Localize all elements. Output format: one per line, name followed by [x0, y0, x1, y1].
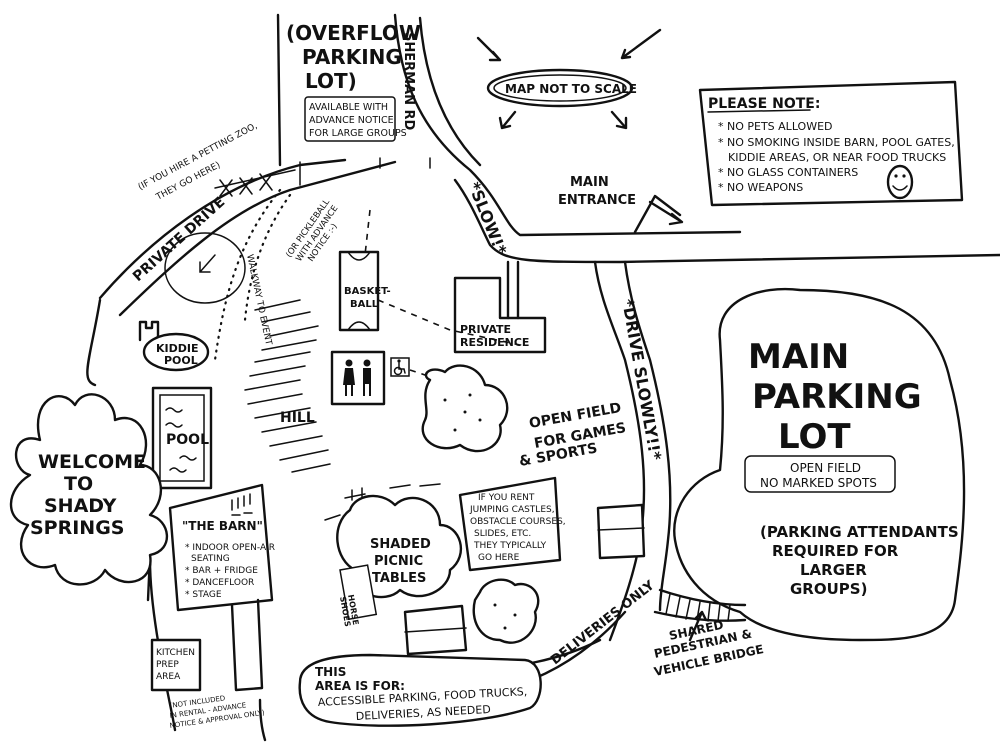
svg-text:RESIDENCE: RESIDENCE	[460, 336, 529, 349]
svg-text:* DANCEFLOOR: * DANCEFLOOR	[185, 578, 254, 588]
walkway-path	[243, 193, 292, 322]
svg-text:NO MARKED SPOTS: NO MARKED SPOTS	[760, 476, 877, 490]
svg-text:(OVERFLOW: (OVERFLOW	[286, 21, 421, 45]
svg-text:TABLES: TABLES	[372, 571, 426, 586]
svg-text:ENTRANCE: ENTRANCE	[558, 193, 636, 208]
svg-text:GO HERE: GO HERE	[478, 553, 520, 563]
please-note-box: PLEASE NOTE: * NO PETS ALLOWED * NO SMOK…	[698, 80, 964, 207]
svg-text:ADVANCE NOTICE: ADVANCE NOTICE	[309, 115, 394, 126]
svg-text:HILL: HILL	[280, 410, 315, 426]
svg-text:AVAILABLE WITH: AVAILABLE WITH	[309, 102, 388, 113]
svg-text:TO: TO	[64, 473, 93, 495]
svg-text:* INDOOR OPEN-AIR: * INDOOR OPEN-AIR	[185, 543, 275, 553]
main-parking-lot: MAIN PARKING LOT OPEN FIELD NO MARKED SP…	[673, 287, 966, 642]
svg-text:POOL: POOL	[166, 432, 209, 448]
svg-text:* NO SMOKING INSIDE BARN, POOL: * NO SMOKING INSIDE BARN, POOL GATES,	[718, 136, 955, 149]
welcome-tree: WELCOME TO SHADY SPRINGS	[9, 393, 169, 586]
volleyball-court	[403, 604, 468, 656]
sherman-road	[276, 13, 1000, 264]
svg-text:IF YOU RENT: IF YOU RENT	[478, 493, 535, 503]
svg-text:LOT): LOT)	[305, 69, 357, 93]
svg-text:BALL: BALL	[350, 299, 379, 310]
svg-text:MAIN: MAIN	[748, 337, 849, 377]
restroom-icon	[343, 359, 371, 396]
drive-slowly-road	[593, 260, 672, 642]
svg-text:PREP: PREP	[156, 660, 179, 670]
jumping-castle-note: IF YOU RENT JUMPING CASTLES, OBSTACLE CO…	[458, 476, 566, 572]
svg-text:PARKING: PARKING	[752, 377, 922, 417]
hill: HILL	[244, 299, 331, 473]
overflow-parking-lot: (OVERFLOW PARKING LOT) AVAILABLE WITH AD…	[286, 21, 421, 142]
svg-text:PARKING: PARKING	[302, 45, 402, 69]
private-residence: PRIVATE RESIDENCE	[453, 260, 547, 354]
tree-icon	[472, 578, 540, 644]
svg-text:* STAGE: * STAGE	[185, 590, 222, 600]
restroom-building	[330, 350, 410, 406]
smiley-face-icon	[886, 164, 914, 200]
castle-icon	[138, 320, 160, 342]
map-not-to-scale-badge: MAP NOT TO SCALE	[476, 28, 662, 130]
svg-text:MAP NOT TO SCALE: MAP NOT TO SCALE	[505, 82, 637, 96]
svg-text:KIDDIE: KIDDIE	[156, 342, 199, 355]
tree-icon	[421, 364, 509, 453]
svg-text:LARGER: LARGER	[800, 561, 867, 579]
svg-text:"THE BARN": "THE BARN"	[182, 519, 263, 533]
svg-text:PRIVATE: PRIVATE	[460, 323, 511, 336]
sherman-rd-label: SHERMAN RD	[401, 32, 416, 131]
svg-text:OPEN FIELD: OPEN FIELD	[790, 461, 861, 475]
kitchen-prep-area: KITCHEN PREP AREA (NOT INCLUDED IN RENTA…	[150, 638, 265, 730]
svg-text:PLEASE NOTE:: PLEASE NOTE:	[708, 96, 820, 112]
svg-text:LOT: LOT	[778, 417, 851, 457]
svg-text:REQUIRED FOR: REQUIRED FOR	[772, 542, 899, 560]
svg-text:SHADY: SHADY	[44, 495, 117, 517]
main-entrance: MAIN ENTRANCE	[558, 175, 684, 234]
slow-road-label: *SLOW!*	[464, 179, 510, 258]
svg-text:KITCHEN: KITCHEN	[156, 648, 195, 658]
svg-text:* NO GLASS CONTAINERS: * NO GLASS CONTAINERS	[718, 166, 858, 179]
svg-text:THEY TYPICALLY: THEY TYPICALLY	[473, 541, 547, 551]
svg-text:MAIN: MAIN	[570, 175, 609, 190]
svg-text:POOL: POOL	[164, 354, 198, 367]
accessible-parking-note: THIS AREA IS FOR: ACCESSIBLE PARKING, FO…	[298, 653, 542, 727]
volleyball-court	[596, 503, 646, 560]
private-drive	[98, 157, 431, 317]
svg-text:KIDDIE AREAS, OR NEAR FOOD TRU: KIDDIE AREAS, OR NEAR FOOD TRUCKS	[728, 151, 946, 164]
swimming-pool: POOL	[151, 386, 213, 490]
svg-text:JUMPING CASTLES,: JUMPING CASTLES,	[469, 505, 555, 515]
svg-text:GROUPS): GROUPS)	[790, 580, 867, 598]
walkway-label: WALKWAY TO EVENT	[244, 254, 273, 347]
open-field: OPEN FIELD FOR GAMES & SPORTS	[518, 400, 627, 470]
wheelchair-icon	[390, 357, 410, 377]
basketball-court: (OR PICKLEBALL WITH ADVANCE NOTICE :-) B…	[284, 197, 391, 332]
svg-text:SPRINGS: SPRINGS	[30, 517, 125, 539]
svg-text:SLIDES, ETC.: SLIDES, ETC.	[474, 529, 531, 539]
svg-text:WELCOME: WELCOME	[38, 451, 146, 473]
svg-text:FOR LARGE GROUPS: FOR LARGE GROUPS	[309, 128, 407, 139]
svg-text:SHADED: SHADED	[370, 537, 431, 552]
svg-text:OBSTACLE COURSES,: OBSTACLE COURSES,	[470, 517, 566, 527]
svg-text:THIS: THIS	[315, 665, 346, 679]
svg-text:SEATING: SEATING	[191, 554, 230, 564]
svg-text:AREA: AREA	[156, 672, 181, 682]
private-drive-label: PRIVATE DRIVE	[130, 194, 228, 285]
svg-text:* NO PETS ALLOWED: * NO PETS ALLOWED	[718, 120, 833, 133]
svg-text:(PARKING ATTENDANTS: (PARKING ATTENDANTS	[760, 523, 959, 541]
kiddie-pool: KIDDIE POOL	[138, 320, 210, 372]
the-barn: "THE BARN" * INDOOR OPEN-AIR SEATING * B…	[168, 483, 275, 692]
svg-text:AREA IS FOR:: AREA IS FOR:	[315, 679, 405, 693]
svg-text:PICNIC: PICNIC	[374, 554, 423, 569]
svg-text:BASKET-: BASKET-	[344, 286, 391, 297]
deliveries-only-label: DELIVERIES ONLY	[548, 578, 658, 668]
drive-slowly-label: *DRIVE SLOWLY!!*	[618, 297, 665, 462]
shared-bridge: SHARED PEDESTRIAN & VEHICLE BRIDGE	[653, 588, 765, 679]
svg-text:* NO WEAPONS: * NO WEAPONS	[718, 181, 803, 194]
svg-text:* BAR + FRIDGE: * BAR + FRIDGE	[185, 566, 258, 576]
